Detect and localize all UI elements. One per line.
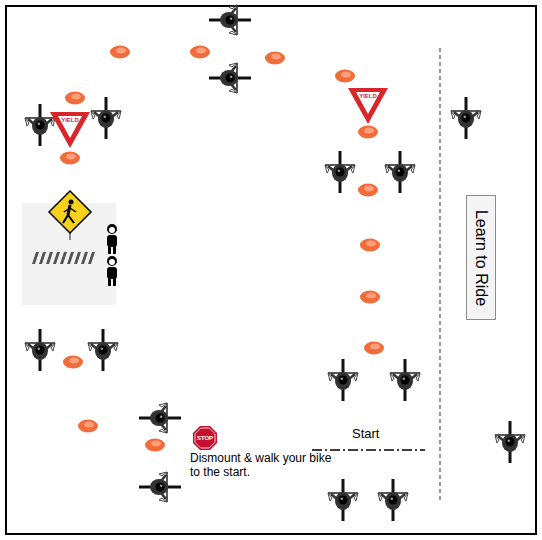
sign-text: STOP [193,426,217,450]
bike-rider [325,151,355,193]
bike-rider [139,403,181,433]
bike-rider [385,151,415,193]
course-border [6,6,536,534]
crosswalk-stripe [60,252,67,264]
crosswalk-stripe [32,252,39,264]
bike-rider [390,359,420,401]
sign-text: YIELD [50,112,90,123]
bike-rider [25,329,55,371]
yield-sign: YIELD [50,112,90,148]
learn-area-box: Learn to Ride [466,195,496,320]
instruction-note: Dismount & walk your bike to the start. [190,451,340,480]
crosswalk-stripe [53,252,60,264]
cone [364,342,384,355]
cone [63,356,83,369]
bike-rider [209,63,251,93]
cone [265,52,285,65]
crosswalk [32,252,95,264]
bike-rider [88,329,118,371]
crosswalk-stripe [67,252,74,264]
bike-rider [91,97,121,139]
pedestrian [107,224,117,254]
cone [358,126,378,139]
cone [360,291,380,304]
crosswalk-stripe [46,252,53,264]
bike-rider [378,479,408,521]
crosswalk-stripe [88,252,95,264]
bike-rider [451,97,481,139]
cone [358,184,378,197]
crosswalk-stripe [81,252,88,264]
cone [145,439,165,452]
bike-rider [25,104,55,146]
pedestrian-sign [49,191,91,240]
cone [78,420,98,433]
cones [60,46,384,452]
cone [360,239,380,252]
bike-rider [209,5,251,35]
stop-sign: STOP [193,426,217,450]
cone [65,92,85,105]
pedestrian [107,256,117,286]
yield-sign: YIELD [348,88,388,124]
start-label: Start [352,426,379,442]
area-label: Learn to Ride [472,209,490,305]
divider-line [439,48,440,502]
pedestrians [107,224,117,286]
cone [110,46,130,59]
sign-text: YIELD [348,88,388,99]
start-line [312,449,425,451]
crosswalk-stripe [74,252,81,264]
crosswalk-stripe [39,252,46,264]
cone [60,152,80,165]
cone [335,70,355,83]
cone [190,46,210,59]
bike-rider [495,421,525,463]
bikes [25,5,525,521]
bike-rider [328,359,358,401]
bike-rider [328,479,358,521]
bike-rider [139,472,181,502]
